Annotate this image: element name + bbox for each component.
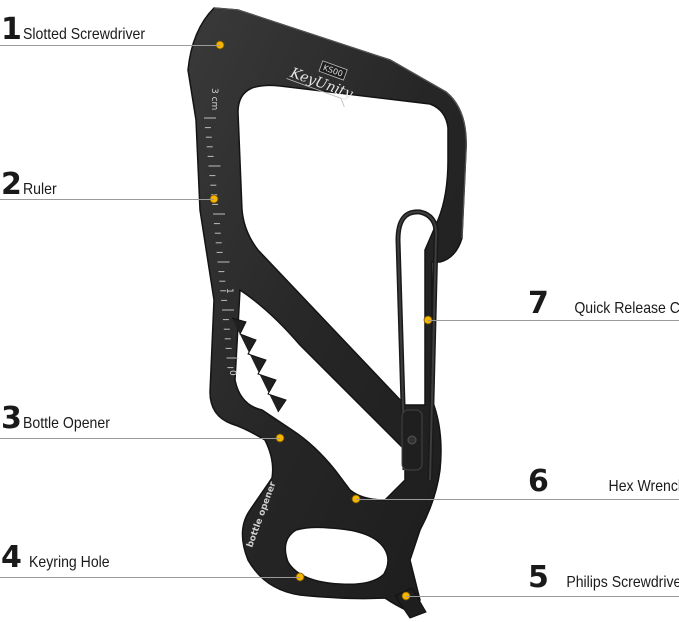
callout-number: 1 <box>1 12 22 47</box>
ruler-one-label: 1 <box>224 288 234 294</box>
leader-line-3 <box>0 438 280 439</box>
callout-number: 5 <box>528 560 549 595</box>
leader-line-4 <box>0 577 300 578</box>
callout-quick-release-clip: 7 Quick Release Clip <box>528 289 679 319</box>
tool-edge-highlight <box>213 7 467 239</box>
callout-label: Philips Screwdriver <box>566 574 679 591</box>
feature-markers <box>209 40 433 601</box>
callout-label: Quick Release Clip <box>574 300 679 317</box>
callout-label: Bottle Opener <box>22 415 110 432</box>
leader-line-5 <box>406 596 679 597</box>
callout-philips-screwdriver: 5 Philips Screwdriver <box>528 563 679 593</box>
tool-body <box>187 7 467 613</box>
ruler-unit-label: 3 cm <box>209 88 219 110</box>
leader-line-7 <box>428 320 679 321</box>
callout-label: Hex Wrench <box>608 478 679 495</box>
callout-number: 2 <box>1 167 22 202</box>
callout-hex-wrench: 6 Hex Wrench <box>528 467 679 497</box>
callout-label: Keyring Hole <box>28 554 110 571</box>
callout-keyring-hole: 4 Keyring Hole <box>1 543 120 573</box>
leader-line-6 <box>356 499 679 500</box>
callout-label: Slotted Screwdriver <box>22 26 145 43</box>
leader-line-1 <box>0 45 220 46</box>
callout-number: 6 <box>528 464 549 499</box>
callout-number: 7 <box>528 286 549 321</box>
callout-number: 4 <box>1 540 22 575</box>
callout-number: 3 <box>1 401 22 436</box>
bottle-opener-teeth <box>231 317 287 413</box>
leader-line-2 <box>0 199 214 200</box>
callout-label: Ruler <box>22 181 57 198</box>
ruler-zero-label: 0 <box>227 370 237 376</box>
ruler-scale <box>204 117 239 369</box>
